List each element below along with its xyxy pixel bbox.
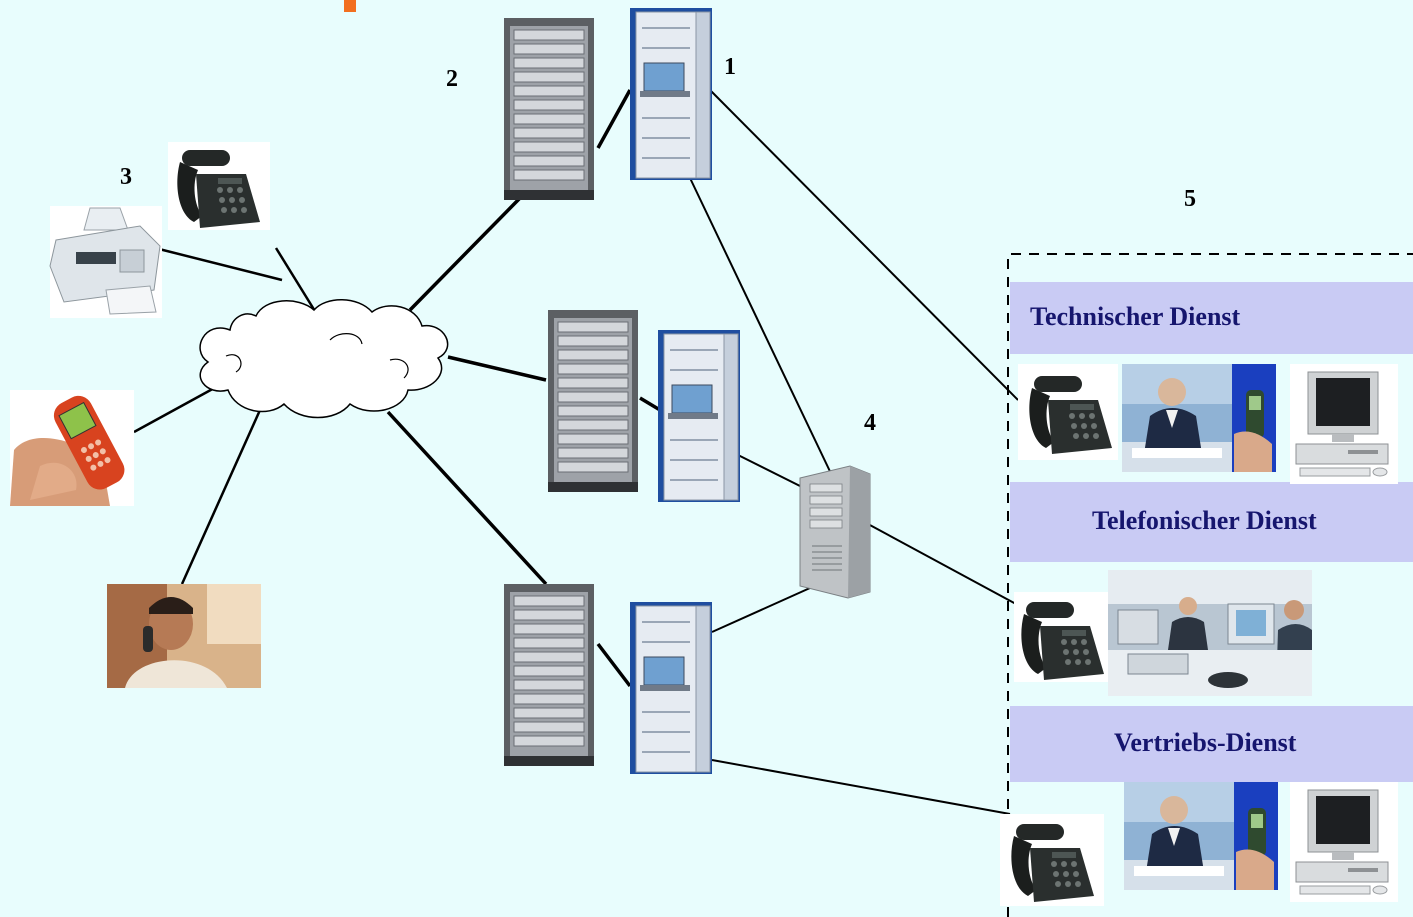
department-label-telefonischer-dienst: Telefonischer Dienst bbox=[1092, 506, 1317, 535]
cloud-icon bbox=[199, 299, 449, 419]
rack-cabinet-icon bbox=[629, 7, 713, 181]
desktop-computer-icon bbox=[1290, 364, 1398, 484]
desk-phone-icon bbox=[168, 142, 270, 230]
person-on-phone-icon bbox=[107, 584, 261, 688]
label-3: 3 bbox=[120, 164, 132, 190]
server-rack-icon bbox=[547, 309, 639, 493]
label-2: 2 bbox=[446, 66, 458, 92]
band-technischer-dienst bbox=[1010, 282, 1413, 354]
tower-server-icon bbox=[799, 465, 871, 599]
fax-machine-icon bbox=[49, 206, 162, 318]
label-5: 5 bbox=[1184, 186, 1196, 212]
label-1: 1 bbox=[724, 54, 736, 80]
call-center-icon bbox=[1108, 570, 1312, 696]
accent-mark bbox=[344, 0, 356, 12]
band-telefonischer-dienst bbox=[1010, 482, 1413, 562]
label-4: 4 bbox=[864, 410, 876, 436]
rack-cabinet-icon bbox=[657, 329, 741, 503]
desk-phone-icon bbox=[1000, 814, 1104, 906]
desktop-computer-icon bbox=[1290, 782, 1398, 902]
band-vertriebs-dienst bbox=[1010, 706, 1413, 782]
office-worker-icon bbox=[1124, 782, 1278, 890]
mobile-phone-icon bbox=[10, 390, 134, 506]
server-rack-icon bbox=[503, 17, 595, 201]
rack-cabinet-icon bbox=[629, 601, 713, 775]
connection-lines bbox=[133, 89, 1019, 815]
department-group-boundary bbox=[1007, 253, 1413, 917]
desk-phone-icon bbox=[1014, 592, 1108, 682]
server-rack-icon bbox=[503, 583, 595, 767]
department-label-vertriebs-dienst: Vertriebs-Dienst bbox=[1114, 728, 1297, 757]
department-label-technischer-dienst: Technischer Dienst bbox=[1030, 302, 1241, 331]
office-worker-icon bbox=[1122, 364, 1276, 472]
desk-phone-icon bbox=[1018, 364, 1118, 460]
